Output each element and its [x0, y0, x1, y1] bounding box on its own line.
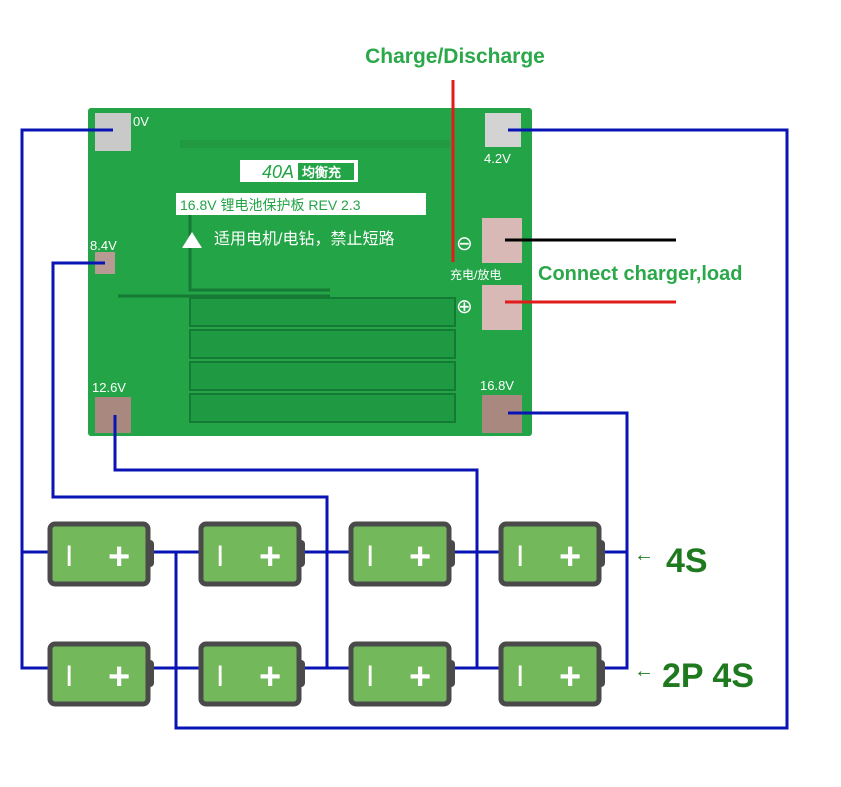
battery-cell: I +: [348, 641, 455, 707]
battery-negative-mark: I: [516, 660, 524, 693]
battery-negative-mark: I: [366, 660, 374, 693]
board-badge: 均衡充: [302, 165, 341, 180]
arrow-bottom: ←: [634, 660, 654, 682]
battery-negative-mark: I: [65, 660, 73, 693]
battery-positive-mark: +: [108, 536, 130, 578]
battery-positive-mark: +: [259, 656, 281, 698]
wire-8v4: [51, 261, 329, 668]
board-line2: 适用电机/电钻，禁止短路: [214, 230, 394, 248]
battery-cell: I +: [348, 521, 455, 587]
battery-cell: I +: [198, 641, 305, 707]
battery-negative-mark: I: [65, 540, 73, 573]
battery-positive-mark: +: [409, 656, 431, 698]
battery-positive-mark: +: [259, 536, 281, 578]
label-12v6: 12.6V: [92, 380, 126, 395]
battery-cell: I +: [47, 521, 154, 587]
label-4v2: 4.2V: [484, 151, 511, 166]
label-2p4s: 2P 4S: [662, 657, 754, 695]
board-model: 40A: [262, 162, 294, 182]
plus-icon: ⊕: [456, 296, 473, 318]
battery-negative-mark: I: [516, 540, 524, 573]
series-links: [150, 550, 499, 670]
battery-negative-mark: I: [216, 660, 224, 693]
connect-label: Connect charger,load: [538, 263, 743, 285]
battery-cell: I +: [198, 521, 305, 587]
bms-board: 40A 均衡充 16.8V 锂电池保护板 REV 2.3 适用电机/电钻，禁止短…: [88, 108, 532, 436]
battery-body: [498, 641, 602, 707]
label-0v: 0V: [133, 114, 149, 129]
battery-positive-mark: +: [409, 536, 431, 578]
label-charge-discharge-port: 充电/放电: [450, 267, 501, 282]
battery-body: [348, 641, 452, 707]
label-16v8: 16.8V: [480, 378, 514, 393]
battery-body: [498, 521, 602, 587]
board-line1: 16.8V 锂电池保护板 REV 2.3: [180, 197, 361, 213]
battery-body: [348, 521, 452, 587]
arrow-top: ←: [634, 544, 654, 566]
wire-16v8: [508, 411, 629, 670]
minus-icon: ⊖: [456, 233, 473, 255]
label-8v4: 8.4V: [90, 238, 117, 253]
label-4s: 4S: [666, 542, 708, 580]
battery-negative-mark: I: [216, 540, 224, 573]
battery-body: [47, 521, 151, 587]
pad-0v: [95, 113, 131, 151]
wire-0v: [20, 128, 113, 670]
diagram-title: Charge/Discharge: [365, 45, 545, 68]
pad-plus: [482, 285, 522, 330]
battery-positive-mark: +: [559, 656, 581, 698]
battery-body: [47, 641, 151, 707]
battery-cell: I +: [498, 641, 605, 707]
wire-12v6: [113, 415, 479, 668]
warning-icon: [182, 232, 202, 248]
battery-cell: I +: [47, 641, 154, 707]
pad-12v6: [95, 397, 131, 433]
battery-negative-mark: I: [366, 540, 374, 573]
battery-positive-mark: +: [559, 536, 581, 578]
battery-positive-mark: +: [108, 656, 130, 698]
balance-wires: [20, 128, 789, 730]
battery-body: [198, 521, 302, 587]
battery-body: [198, 641, 302, 707]
battery-cell: I +: [498, 521, 605, 587]
